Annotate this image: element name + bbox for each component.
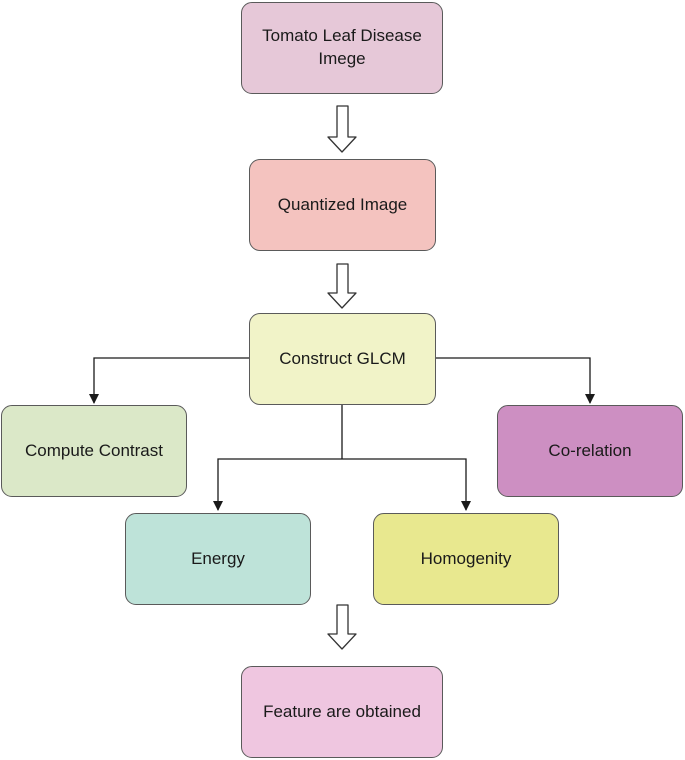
node-co-relation: Co-relation [497,405,683,497]
node-energy-label: Energy [191,548,245,568]
connector-branch-to-homogenity [342,458,471,511]
hollow-arrow-input-to-quantized [327,105,357,153]
node-homogenity: Homogenity [373,513,559,605]
node-compute-contrast: Compute Contrast [1,405,187,497]
hollow-arrow-to-features [327,604,357,650]
hollow-arrow-quantized-to-glcm [327,263,357,309]
node-feature-obtained: Feature are obtained [241,666,443,758]
connector-glcm-to-contrast [89,357,249,404]
connector-glcm-to-correlation [435,357,595,404]
node-compute-contrast-label: Compute Contrast [25,440,163,460]
node-construct-glcm: Construct GLCM [249,313,436,405]
node-construct-glcm-label: Construct GLCM [279,348,406,368]
node-co-relation-label: Co-relation [548,440,632,460]
node-feature-obtained-label: Feature are obtained [263,701,421,721]
connector-branch-to-energy [213,458,342,511]
node-homogenity-label: Homogenity [420,548,512,568]
node-tomato-leaf-image-label: Tomato Leaf Disease Imege [262,26,422,68]
node-quantized-image-label: Quantized Image [277,194,408,214]
node-tomato-leaf-image: Tomato Leaf Disease Imege [241,2,443,94]
node-energy: Energy [125,513,311,605]
node-quantized-image: Quantized Image [249,159,436,251]
